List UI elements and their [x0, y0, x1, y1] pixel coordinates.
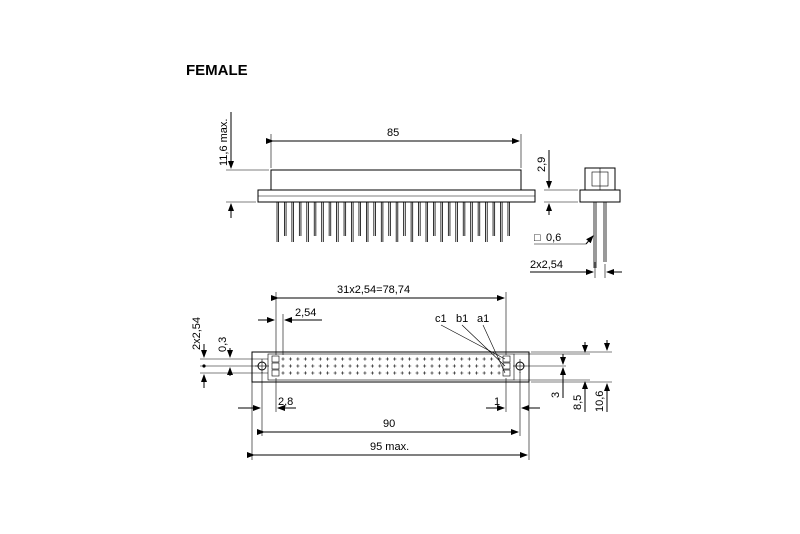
- dim-left-offset: 0,3: [217, 337, 229, 352]
- dim-side-pitch: 2x2,54: [530, 259, 563, 271]
- dim-overall-length: 95 max.: [370, 441, 409, 453]
- dim-pin-square-symbol: □: [534, 232, 541, 244]
- side-flange: [579, 189, 621, 203]
- dim-length-top: 85: [387, 127, 399, 139]
- front-view-pins: [276, 202, 510, 242]
- front-view: 85 11,6 max.: [218, 112, 536, 242]
- dim-left-pitch: 2x2,54: [191, 317, 203, 350]
- label-row-a: a1: [477, 313, 489, 325]
- dim-pitch: 2,54: [295, 307, 316, 319]
- plan-flange: [251, 351, 530, 383]
- dim-height-max: 11,6 max.: [218, 119, 230, 167]
- dim-right-3: 3: [550, 392, 562, 398]
- side-view: 2,9 □ 0,6 2x2,54: [530, 150, 622, 278]
- contact-grid: [281, 357, 501, 375]
- dim-mount-distance: 90: [383, 418, 395, 430]
- label-row-b: b1: [456, 313, 468, 325]
- plan-view: 31x2,54=78,74 2,54 c1 b1 a1 2x2,54 0,3 2…: [191, 284, 612, 460]
- drawing-title: FEMALE: [186, 62, 248, 79]
- dim-pin-square: 0,6: [546, 232, 561, 244]
- dim-pin-one: 1: [494, 396, 500, 408]
- dim-hole-offset: 2,8: [278, 396, 293, 408]
- dim-side-height: 2,9: [536, 157, 548, 172]
- housing-upper: [270, 169, 522, 191]
- dim-right-85: 8,5: [572, 395, 584, 410]
- dim-right-106: 10,6: [594, 391, 606, 412]
- dim-rows-span: 31x2,54=78,74: [337, 284, 410, 296]
- label-row-c: c1: [435, 313, 447, 325]
